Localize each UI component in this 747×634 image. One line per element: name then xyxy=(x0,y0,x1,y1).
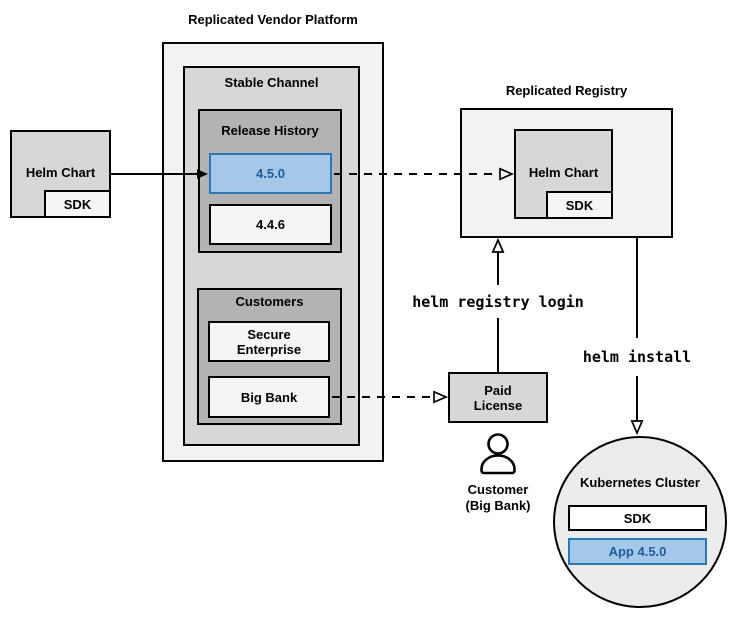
helm-registry-login-command: helm registry login xyxy=(412,293,584,311)
customer-name: Customer xyxy=(467,482,529,497)
cluster-sdk-box: SDK xyxy=(568,505,707,531)
customer-org: (Big Bank) xyxy=(465,497,531,513)
cluster-app-box: App 4.5.0 xyxy=(568,538,707,565)
customer-big-bank-box: Big Bank xyxy=(208,376,330,418)
stable-channel-title: Stable Channel xyxy=(224,75,319,90)
customer-secure-enterprise-label: Secure Enterprise xyxy=(236,326,302,357)
arrow-registry-to-cluster xyxy=(630,238,644,436)
registry-sdk-box: SDK xyxy=(546,191,613,219)
release-history-title: Release History xyxy=(221,123,319,138)
customer-label: Customer (Big Bank) xyxy=(447,482,549,513)
customer-secure-enterprise-box: Secure Enterprise xyxy=(208,321,330,362)
helm-install-command: helm install xyxy=(582,348,692,366)
replicated-registry-title: Replicated Registry xyxy=(505,83,628,98)
release-446-box: 4.4.6 xyxy=(209,204,332,245)
vendor-sdk-box: SDK xyxy=(44,190,111,218)
release-450-box: 4.5.0 xyxy=(209,153,332,194)
vendor-helm-chart-label: Helm Chart xyxy=(25,165,96,180)
vendor-platform-title: Replicated Vendor Platform xyxy=(188,12,358,27)
registry-helm-chart-label: Helm Chart xyxy=(528,165,599,180)
paid-license-label: Paid License xyxy=(473,382,523,413)
customer-icon xyxy=(480,433,516,475)
kubernetes-cluster-title: Kubernetes Cluster xyxy=(580,475,700,490)
customers-title: Customers xyxy=(235,294,304,309)
paid-license-box: Paid License xyxy=(448,372,548,423)
